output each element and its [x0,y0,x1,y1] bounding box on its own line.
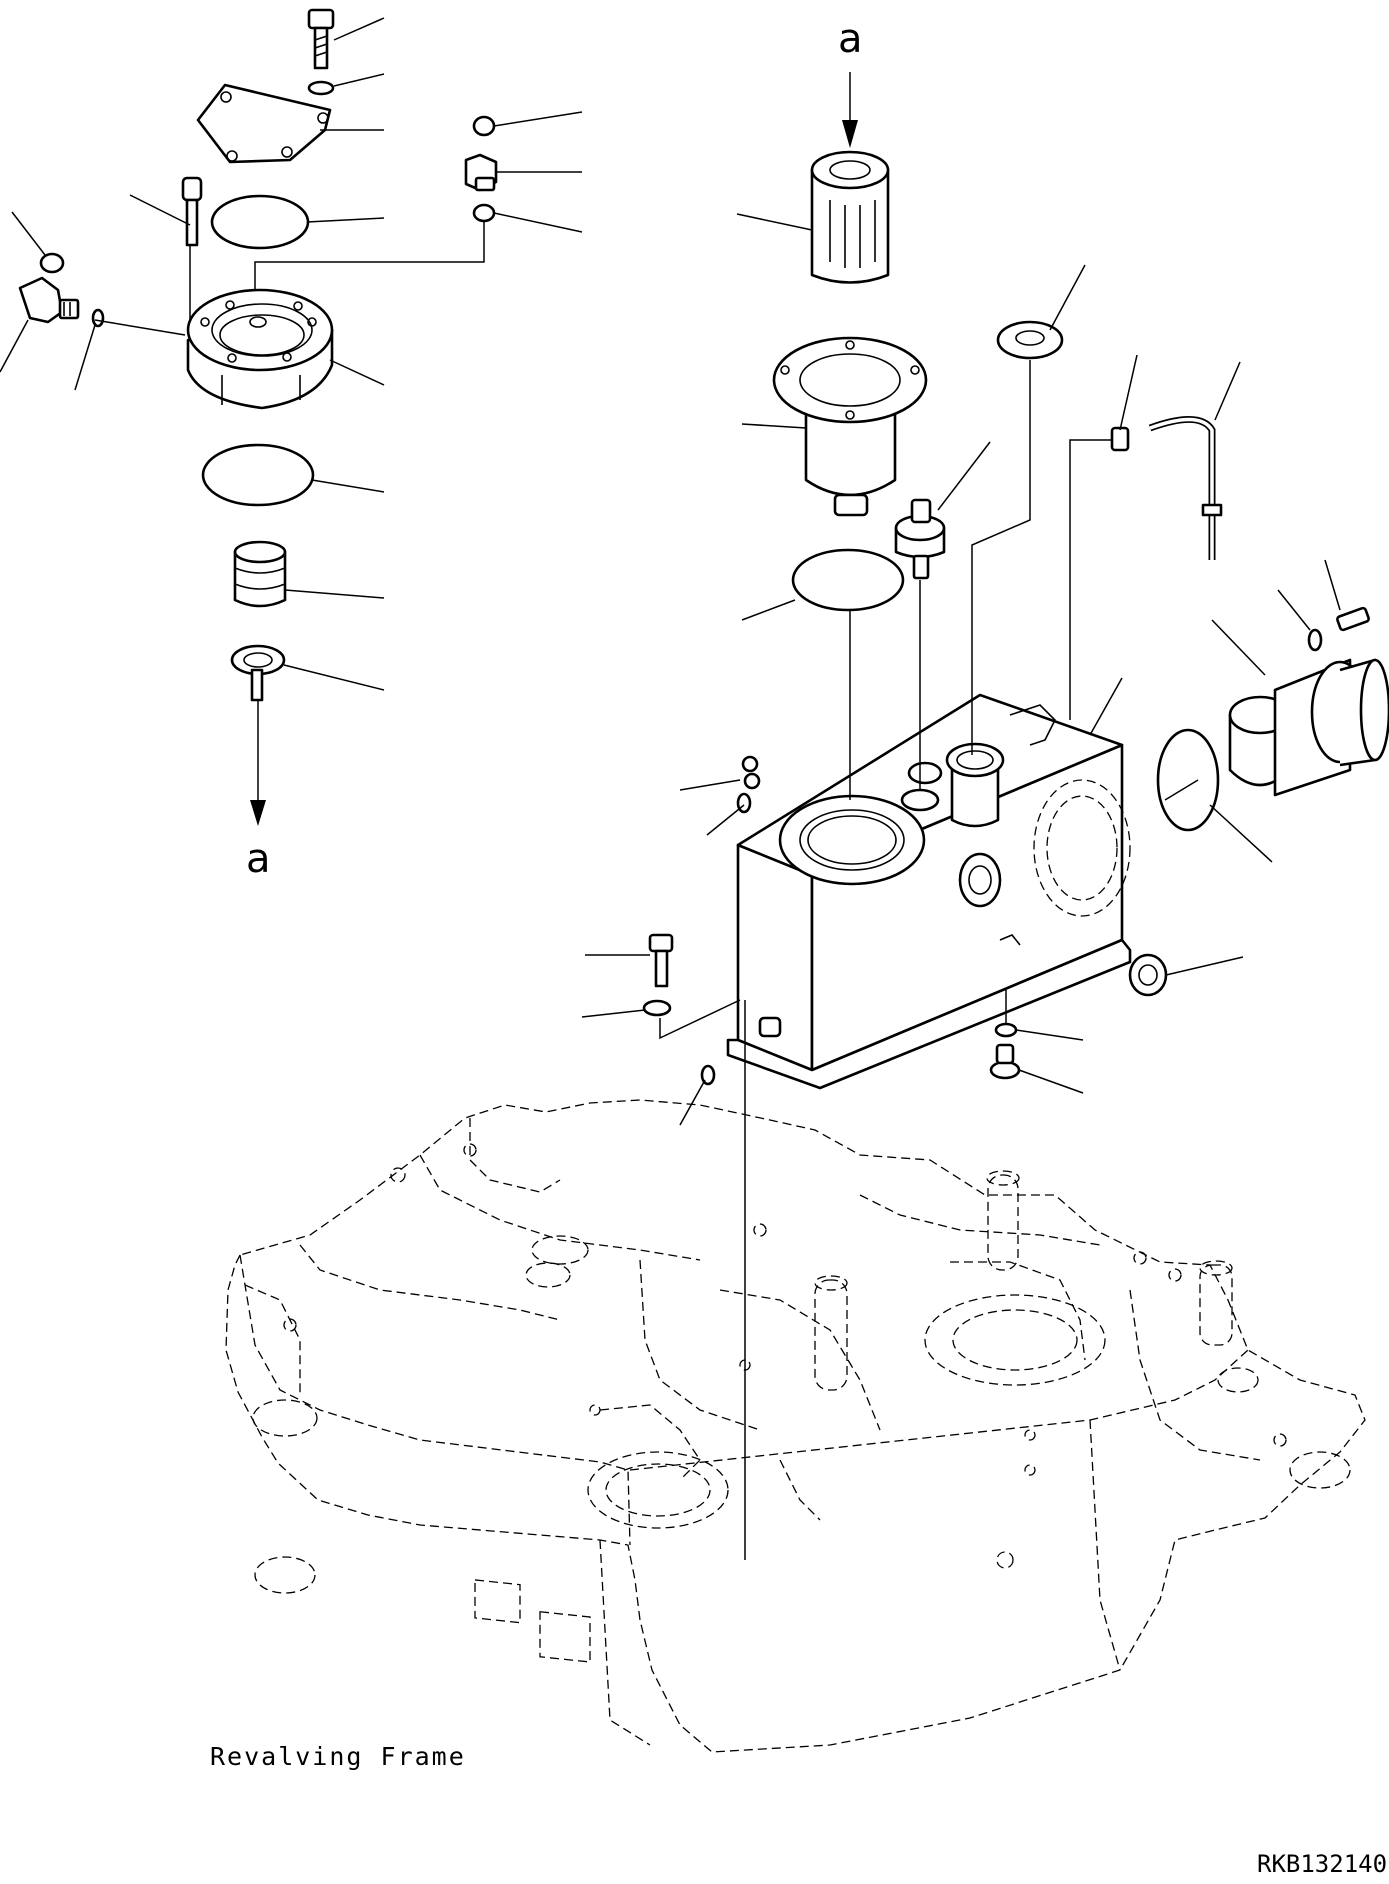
mounting-washer [642,999,672,1017]
washer-suction [1307,628,1323,652]
suction-pipe [1228,658,1389,797]
plug-tank-2 [743,772,761,790]
view-marker-bottom: a [246,836,271,882]
drawing-code: RKB132140 [1257,1850,1387,1878]
filter-element [810,150,890,284]
sight-gauge [1128,953,1168,997]
mounting-bolt [648,933,674,988]
plug-middle [472,115,496,137]
leader-lines [0,17,1341,1126]
filter-case [186,288,334,410]
o-ring-strainer [791,548,905,612]
pressure-switch [894,498,946,580]
o-ring-small-left [91,308,105,328]
o-ring-middle [472,203,496,223]
cover-plate [196,83,332,164]
gasket-suction [1156,728,1220,832]
connector-middle [464,153,498,192]
bolt-top [307,8,335,70]
breather-hose [1148,416,1223,560]
bolt-suction [1336,606,1370,632]
drain-plug [989,1043,1021,1080]
washer-top [307,80,335,96]
revolving-frame-outline [225,1099,1366,1753]
frame-label: Revalving Frame [210,1742,466,1771]
o-ring-drain [994,1022,1018,1038]
return-filter-assembly [181,8,335,702]
hydraulic-tank [726,693,1132,1090]
level-gauge-port [900,788,940,812]
spring-element [233,540,287,608]
o-ring-top [210,194,310,250]
plug-left [39,252,65,274]
elbow-fitting-left [18,276,80,324]
socket-bolt [181,176,203,247]
valve-plug [230,644,286,702]
assembly-lines [189,222,1199,1560]
plug-bottom [700,1064,716,1086]
view-arrow-top [842,72,858,148]
clip [1110,426,1130,452]
view-arrow-bottom [250,700,266,826]
plug-tank-1 [741,755,759,773]
o-ring-lower [201,443,315,507]
breather-cap [996,320,1064,360]
view-marker-top: a [838,16,863,62]
strainer-bowl [772,336,928,517]
